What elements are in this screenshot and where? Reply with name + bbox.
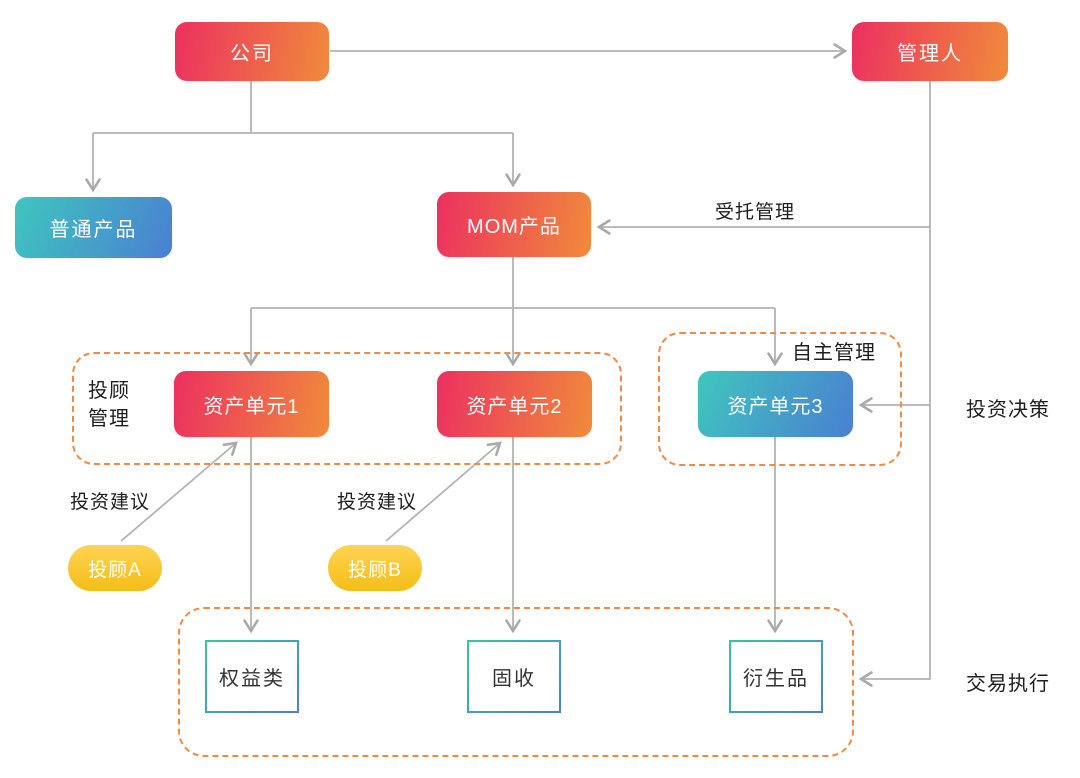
edge-advisor-b-advice bbox=[385, 441, 502, 542]
node-company-label: 公司 bbox=[230, 43, 274, 65]
node-ordinary-product: 普通产品 bbox=[15, 197, 172, 258]
node-asset-unit-1-label: 资产单元1 bbox=[203, 395, 300, 418]
edge-label-trade-execution: 交易执行 bbox=[966, 673, 1050, 695]
group-trade-execution bbox=[178, 607, 854, 757]
node-advisor-a-label: 投顾A bbox=[88, 559, 142, 581]
node-advisor-a: 投顾A bbox=[68, 545, 162, 591]
node-advisor-b: 投顾B bbox=[328, 545, 422, 591]
group-label-advisory-management: 投顾管理 bbox=[88, 380, 130, 430]
node-asset-unit-1: 资产单元1 bbox=[174, 371, 329, 437]
node-fixed-income: 固收 bbox=[467, 640, 561, 713]
node-company: 公司 bbox=[175, 22, 329, 81]
node-mom-product-label: MOM产品 bbox=[467, 216, 561, 238]
node-equity: 权益类 bbox=[205, 640, 299, 713]
node-asset-unit-2: 资产单元2 bbox=[437, 371, 592, 437]
group-advisory-management bbox=[72, 352, 622, 465]
node-manager-label: 管理人 bbox=[897, 43, 963, 65]
node-mom-product: MOM产品 bbox=[437, 192, 591, 257]
node-advisor-b-label: 投顾B bbox=[348, 559, 402, 581]
edge-label-investment-decision: 投资决策 bbox=[966, 399, 1050, 421]
node-asset-unit-2-label: 资产单元2 bbox=[466, 395, 563, 418]
node-asset-unit-3: 资产单元3 bbox=[698, 371, 853, 437]
node-equity-label: 权益类 bbox=[219, 668, 285, 690]
node-asset-unit-3-label: 资产单元3 bbox=[727, 395, 824, 418]
edge-advisor-a-advice bbox=[120, 441, 238, 542]
node-manager: 管理人 bbox=[852, 22, 1008, 81]
edge-label-investment-advice-b: 投资建议 bbox=[337, 492, 418, 513]
group-label-self-management: 自主管理 bbox=[792, 342, 876, 364]
group-self-management bbox=[658, 332, 902, 466]
node-ordinary-product-label: 普通产品 bbox=[49, 219, 138, 241]
edge-label-investment-advice-a: 投资建议 bbox=[70, 492, 151, 513]
node-derivatives-label: 衍生品 bbox=[743, 668, 809, 690]
node-fixed-income-label: 固收 bbox=[492, 668, 536, 690]
node-derivatives: 衍生品 bbox=[729, 640, 823, 713]
edge-label-entrusted-management: 受托管理 bbox=[715, 202, 796, 223]
edge-manager-execution bbox=[858, 81, 931, 687]
